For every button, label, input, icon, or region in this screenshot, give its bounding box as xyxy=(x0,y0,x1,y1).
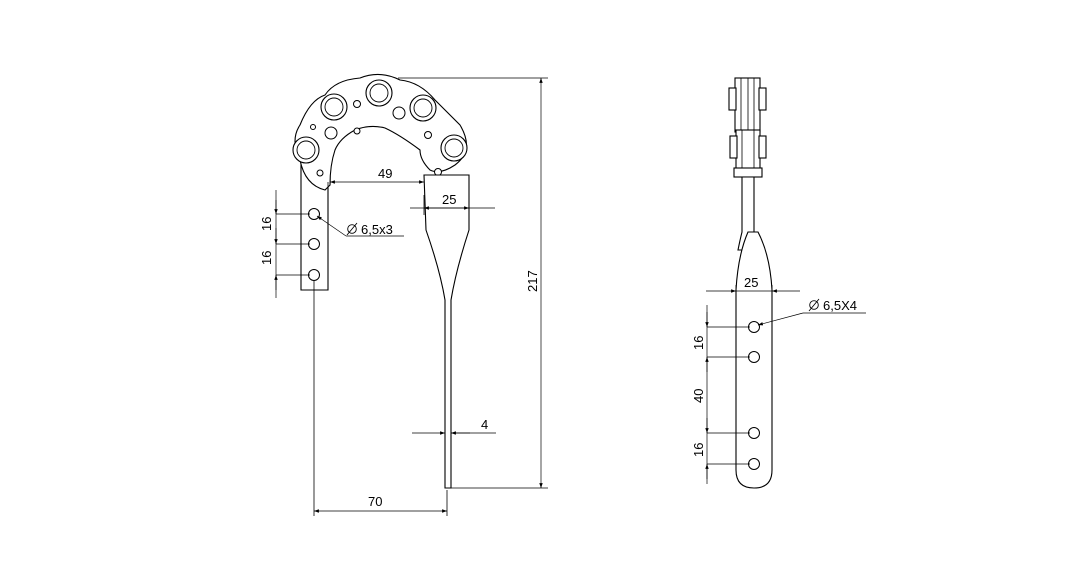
pin-8 xyxy=(310,124,316,130)
dim-217-label: 217 xyxy=(525,270,540,292)
hinge-bolts xyxy=(292,79,468,177)
dim-4-label: 4 xyxy=(481,417,488,432)
side-hole-4 xyxy=(748,458,760,470)
left-hole-2 xyxy=(308,238,320,250)
dim-70-label: 70 xyxy=(368,494,382,509)
front-view: 49 25 16 16 6,5x3 217 4 xyxy=(259,73,548,516)
pin-7 xyxy=(353,127,361,135)
side-hinge-top xyxy=(734,77,761,133)
bolt-1-inner xyxy=(296,140,316,160)
left-hole-1 xyxy=(308,208,320,220)
left-hole-3 xyxy=(308,269,320,281)
front-hole-callout-label: 6,5x3 xyxy=(361,222,393,237)
dim-16b-front-label: 16 xyxy=(259,251,274,265)
dim-25-front-label: 25 xyxy=(442,192,456,207)
dim-49-label: 49 xyxy=(378,166,392,181)
bolt-4-inner xyxy=(413,98,433,118)
bolt-5-inner xyxy=(444,138,464,158)
pin-3 xyxy=(392,106,406,120)
bolt-3-inner xyxy=(369,83,389,103)
diameter-symbol-side xyxy=(808,298,820,312)
dim-16b-side-label: 16 xyxy=(691,443,706,457)
dim-16a-side-label: 16 xyxy=(691,336,706,350)
pin-4 xyxy=(424,131,432,139)
side-hinge-mid xyxy=(735,129,761,171)
right-arm-plate xyxy=(423,174,470,489)
side-view: 25 6,5X4 16 40 16 xyxy=(691,77,866,489)
side-hole-2 xyxy=(748,351,760,363)
side-hole-callout-label: 6,5X4 xyxy=(823,298,857,313)
dim-40-side-label: 40 xyxy=(691,389,706,403)
pin-5 xyxy=(316,169,324,177)
dim-25-side-label: 25 xyxy=(744,275,758,290)
side-hole-3 xyxy=(748,427,760,439)
pin-2 xyxy=(353,100,361,108)
side-hole-1 xyxy=(748,321,760,333)
diameter-symbol xyxy=(346,222,358,236)
pin-1 xyxy=(324,126,338,140)
dim-16a-front-label: 16 xyxy=(259,217,274,231)
bolt-2-inner xyxy=(324,97,344,117)
